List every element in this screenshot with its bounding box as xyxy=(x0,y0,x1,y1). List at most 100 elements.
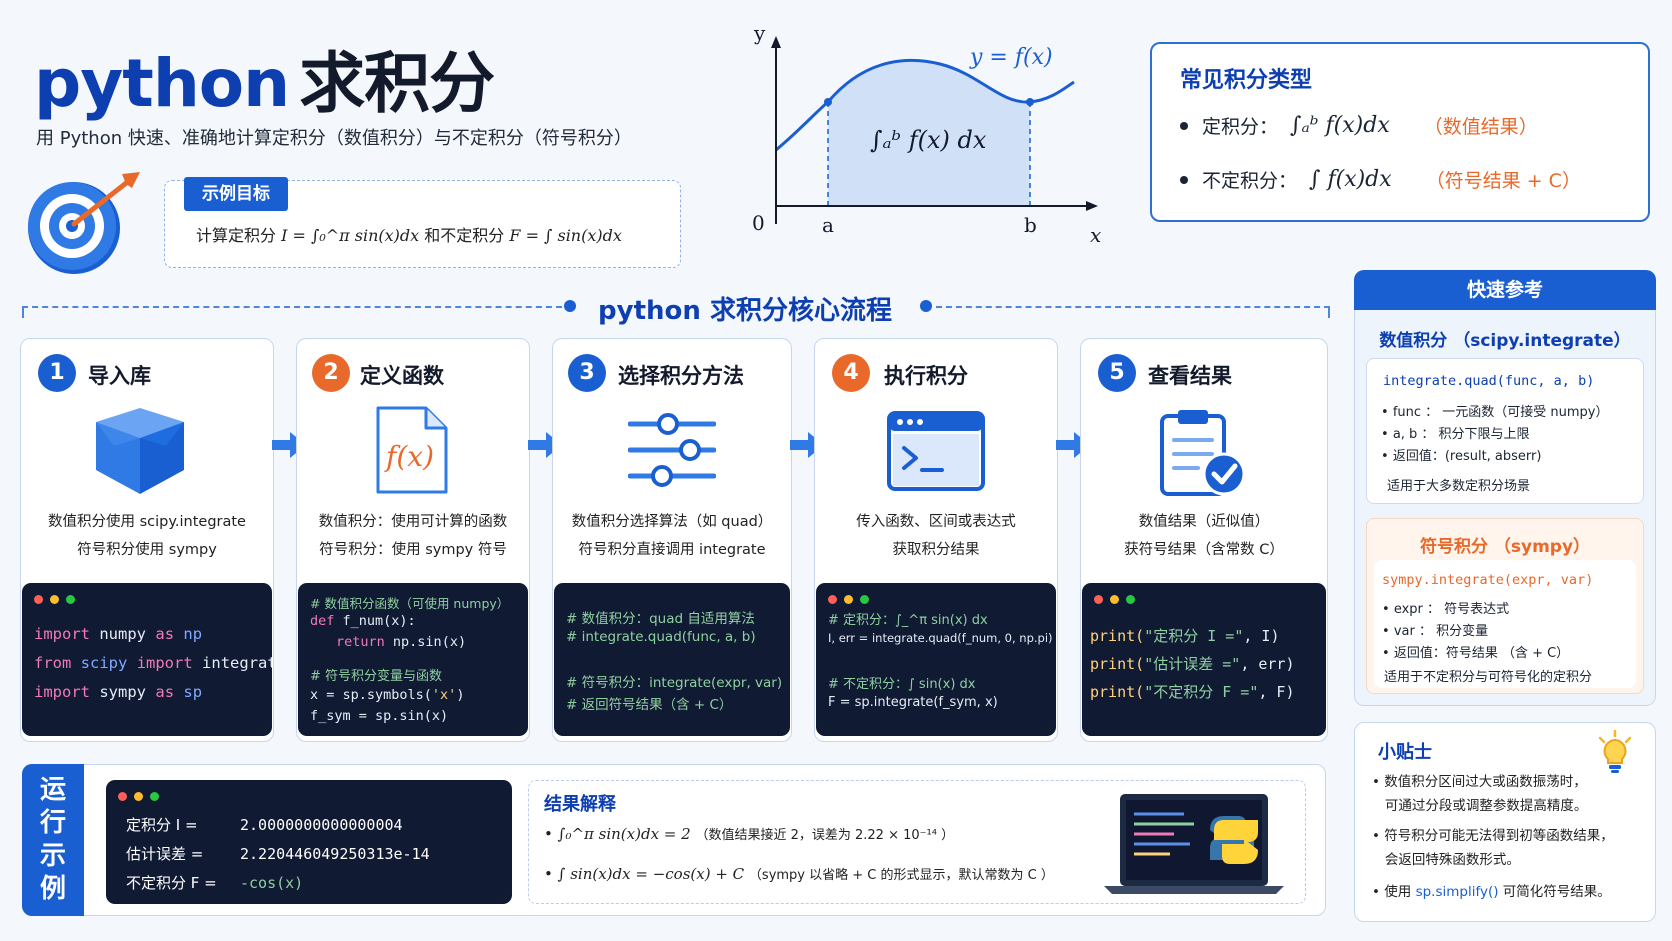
quickref-symbolic-title: 符号积分 （sympy） xyxy=(1419,537,1591,557)
goal-prefix: 计算定积分 xyxy=(196,226,277,245)
run-output-terminal: 定积分 I = 2.0000000000000004 估计误差 = 2.220446… xyxy=(106,780,512,904)
quickref-item: • expr ： 符号表达式 xyxy=(1382,602,1510,617)
code-line: def f_num(x): xyxy=(310,613,416,629)
step-title-2: 定义函数 xyxy=(360,364,444,388)
code-line: import numpy as np xyxy=(34,625,203,643)
quickref-numeric-signature: integrate.quad(func, a, b) xyxy=(1383,373,1595,389)
quickref-note: 适用于大多数定积分场景 xyxy=(1387,479,1531,494)
flow-divider-right xyxy=(936,306,1330,308)
goal-middle: 和不定积分 xyxy=(424,226,505,245)
step-desc-1: 数值积分使用 scipy.integrate 符号积分使用 sympy xyxy=(20,508,274,564)
step-title-5: 查看结果 xyxy=(1148,364,1232,388)
step-desc-line: 获取积分结果 xyxy=(892,542,980,558)
point-a xyxy=(824,98,832,106)
run-tag-char: 示 xyxy=(39,841,66,871)
step-desc-line: 符号积分：使用 sympy 符号 xyxy=(319,542,507,558)
origin-label: 0 xyxy=(752,211,765,235)
code-line: import sympy as sp xyxy=(34,683,203,701)
result-explain-title: 结果解释 xyxy=(544,794,616,815)
code-line: # 数值积分：quad 自适用算法 xyxy=(566,611,755,627)
explain-note: （sympy 以省略 + C 的形式显示，默认常数为 C ） xyxy=(748,868,1054,883)
step-number-5: 5 xyxy=(1098,354,1136,392)
code-line: print("定积分 I =", I) xyxy=(1090,627,1280,645)
run-example-tag: 运 行 示 例 xyxy=(22,764,84,916)
quickref-symbolic-signature: sympy.integrate(expr, var) xyxy=(1382,572,1594,588)
quickref-symbolic-body: sympy.integrate(expr, var) • expr ： 符号表达… xyxy=(1374,560,1636,688)
y-axis-arrow xyxy=(771,36,781,48)
tip-item: • 符号积分可能无法得到初等函数结果， 会返回特殊函数形式。 xyxy=(1372,828,1614,868)
output-value: 2.0000000000000004 xyxy=(240,816,403,834)
code-line: print("估计误差 =", err) xyxy=(1090,655,1295,673)
code-line: I, err = integrate.quad(f_num, 0, np.pi) xyxy=(828,631,1053,645)
goal-definite-expr: I = ∫₀^π sin(x)dx xyxy=(281,226,420,245)
output-label: 估计误差 = xyxy=(126,845,204,863)
type-label: 不定积分： xyxy=(1202,170,1298,192)
code-block-1: import numpy as np from scipy import int… xyxy=(22,583,272,736)
bullet xyxy=(1180,175,1188,184)
quick-reference-header: 快速参考 xyxy=(1354,270,1656,310)
flow-divider-left-end xyxy=(22,306,24,318)
quickref-numeric-title: 数值积分 （scipy.integrate） xyxy=(1379,331,1631,351)
result-explain-box xyxy=(528,780,1306,904)
type-row-definite: 定积分： ∫ₐᵇ f(x)dx （数值结果） xyxy=(1180,112,1538,139)
integral-types-title: 常见积分类型 xyxy=(1180,68,1313,93)
y-axis-label: y xyxy=(753,24,766,45)
code-block-5: print("定积分 I =", I) print("估计误差 =", err)… xyxy=(1082,583,1326,736)
bullet xyxy=(1180,121,1188,130)
step-desc-line: 符号积分使用 sympy xyxy=(77,542,217,558)
quickref-note: 适用于不定积分与可符号化的定积分 xyxy=(1384,670,1593,685)
step-desc-line: 符号积分直接调用 integrate xyxy=(578,542,766,558)
run-tag-char: 例 xyxy=(39,874,66,904)
code-line: # 定积分：∫_^π sin(x) dx xyxy=(828,613,988,628)
code-block-2: # 数值积分函数（可使用 numpy） def f_num(x): return… xyxy=(298,583,528,736)
target-icon xyxy=(28,172,140,274)
quickref-item: • func ： 一元函数（可接受 numpy） xyxy=(1381,405,1609,420)
step-number-2: 2 xyxy=(312,354,350,392)
step-desc-line: 获符号结果（含常数 C） xyxy=(1124,542,1284,558)
step-desc-line: 传入函数、区间或表达式 xyxy=(856,514,1016,530)
lightbulb-icon xyxy=(1598,730,1632,773)
b-label: b xyxy=(1024,213,1037,237)
quickref-item: • a, b ： 积分下限与上限 xyxy=(1381,427,1530,442)
goal-tag: 示例目标 xyxy=(184,177,288,211)
point-b xyxy=(1026,98,1034,106)
flow-divider-left xyxy=(22,306,562,308)
run-tag-char: 行 xyxy=(39,808,66,838)
code-block-3: # 数值积分：quad 自适用算法 # integrate.quad(func,… xyxy=(554,583,790,736)
goal-indefinite-expr: F = ∫ sin(x)dx xyxy=(509,226,622,245)
quickref-numeric-body: integrate.quad(func, a, b) • func ： 一元函数… xyxy=(1366,358,1644,504)
code-line: # 符号积分变量与函数 xyxy=(310,669,443,684)
title-chinese: 求积分 xyxy=(299,45,495,122)
function-document-icon: f(x) xyxy=(376,406,448,494)
output-value: 2.220446049250313e-14 xyxy=(240,845,430,863)
step-desc-4: 传入函数、区间或表达式 获取积分结果 xyxy=(814,508,1058,564)
code-line: from scipy import integrate xyxy=(34,654,272,672)
output-label: 不定积分 F = xyxy=(126,874,217,892)
output-label: 定积分 I = xyxy=(126,816,198,834)
goal-text: 计算定积分 I = ∫₀^π sin(x)dx 和不定积分 F = ∫ sin(… xyxy=(196,222,622,246)
clipboard-check-icon xyxy=(1160,410,1246,496)
code-line: print("不定积分 F =", F) xyxy=(1090,683,1295,701)
step-number-3: 3 xyxy=(568,354,606,392)
quickref-item: • 返回值：符号结果 （含 + C） xyxy=(1382,646,1570,661)
integral-area-graph: y x 0 a b y = f(x) ∫ₐᵇ f(x) dx xyxy=(752,24,1101,244)
x-axis-arrow xyxy=(1086,201,1098,211)
step-number-4: 4 xyxy=(832,354,870,392)
step-title-4: 执行积分 xyxy=(884,364,968,388)
x-axis-label: x xyxy=(1090,223,1101,244)
output-row: 不定积分 F =-cos(x) xyxy=(126,872,303,893)
step-desc-2: 数值积分：使用可计算的函数 符号积分：使用 sympy 符号 xyxy=(296,508,530,564)
step-desc-line: 数值积分：使用可计算的函数 xyxy=(318,514,508,530)
code-line: # integrate.quad(func, a, b) xyxy=(566,629,756,645)
explain-expr: ∫₀^π sin(x)dx = 2 xyxy=(557,825,691,843)
fx-label: f(x) xyxy=(384,440,434,473)
step-desc-line: 数值积分选择算法（如 quad） xyxy=(571,514,773,530)
package-box-icon xyxy=(96,408,184,494)
step-title-3: 选择积分方法 xyxy=(618,364,744,388)
step-desc-line: 数值积分使用 scipy.integrate xyxy=(48,514,246,530)
quickref-item: • 返回值：(result, abserr) xyxy=(1381,449,1542,464)
page-subtitle: 用 Python 快速、准确地计算定积分（数值积分）与不定积分（符号积分） xyxy=(36,128,632,149)
code-block-4: # 定积分：∫_^π sin(x) dx I, err = integrate.… xyxy=(816,583,1056,736)
tip-item: • 使用 sp.simplify() 可简化符号结果。 xyxy=(1372,884,1611,900)
